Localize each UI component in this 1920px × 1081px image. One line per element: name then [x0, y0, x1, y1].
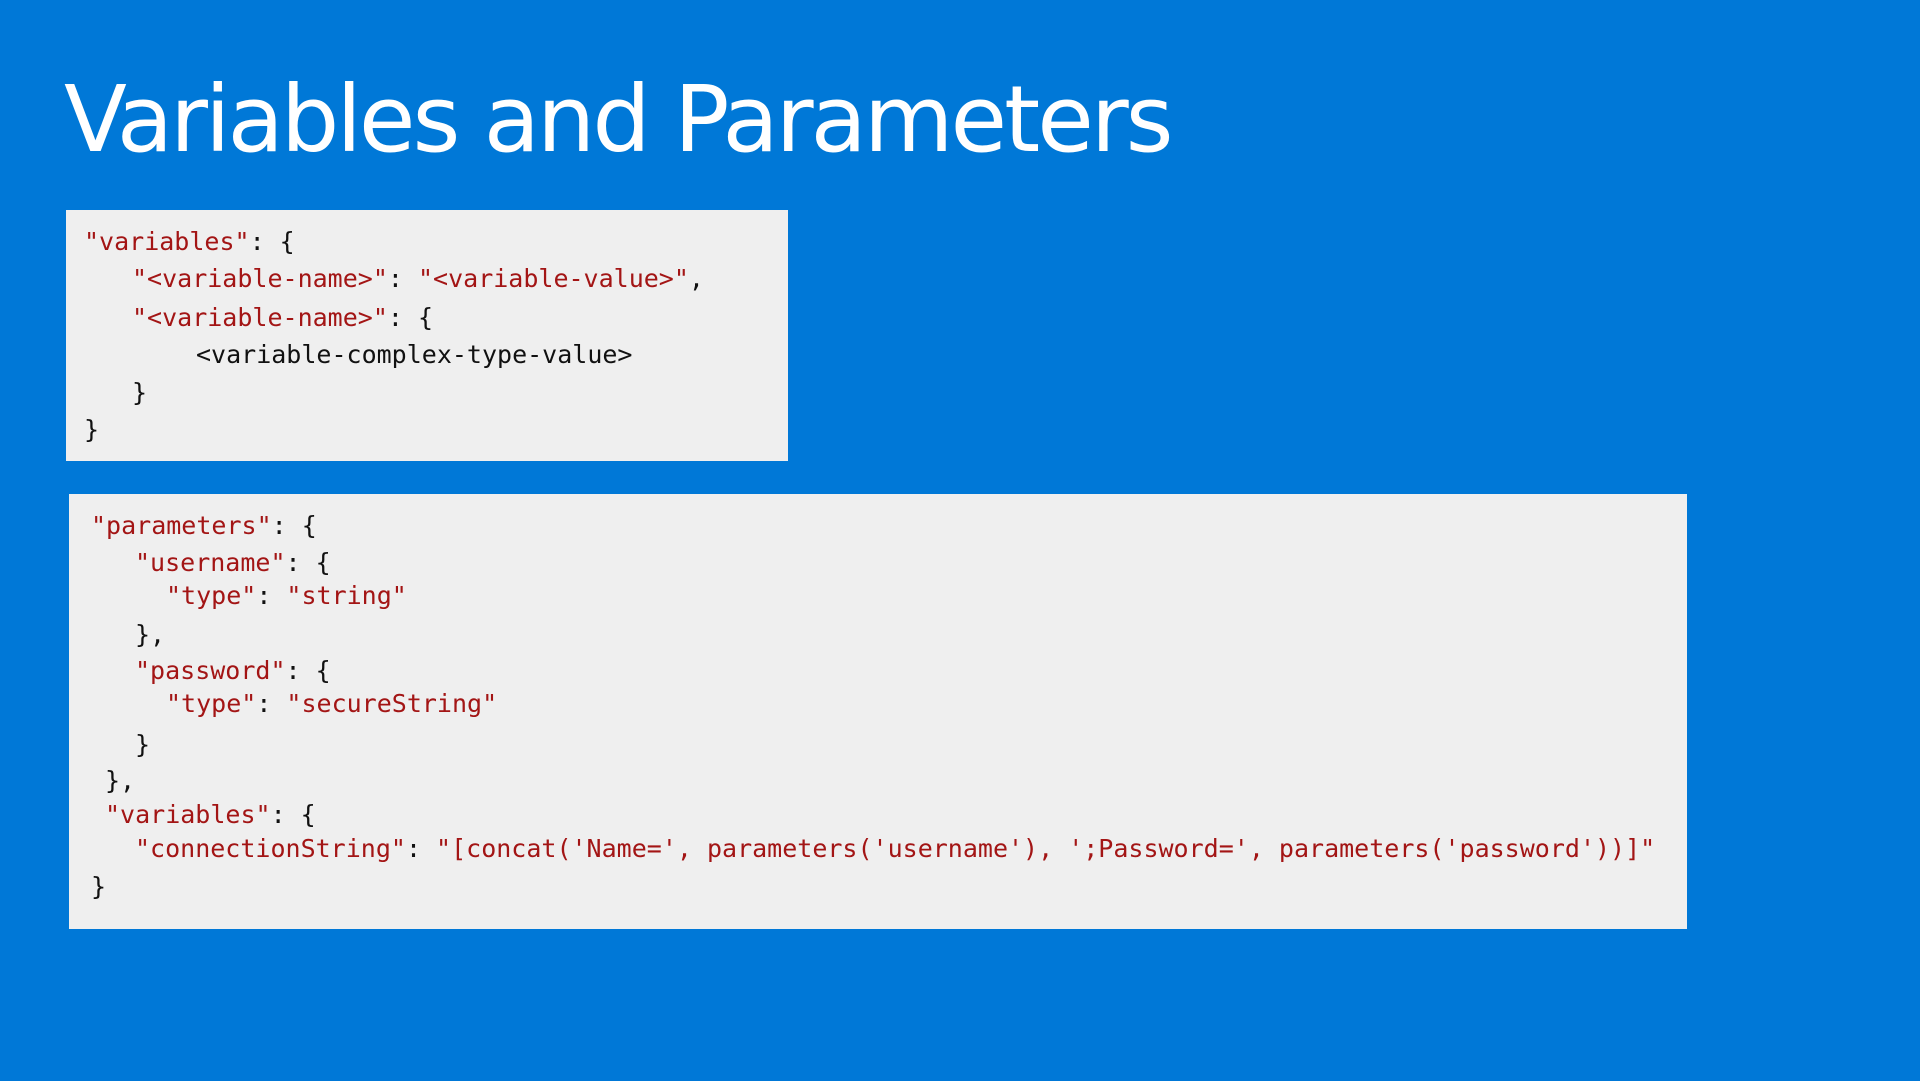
json-value: "<variable-value>" [417, 264, 689, 293]
json-key: "type" [166, 581, 257, 610]
code-line: "password": { [135, 656, 331, 686]
code-line: } [135, 730, 150, 760]
json-key: "type" [166, 689, 257, 718]
code-line: }, [105, 766, 135, 796]
json-value: "string" [286, 581, 407, 610]
json-punctuation: : { [270, 800, 316, 829]
json-punctuation: : { [285, 656, 331, 685]
json-key: "<variable-name>" [132, 264, 388, 293]
code-line: "type": "string" [166, 581, 407, 611]
json-value: "secureString" [286, 689, 498, 718]
code-line: "type": "secureString" [166, 689, 497, 719]
json-punctuation: : { [249, 227, 295, 256]
json-key: "parameters" [91, 511, 272, 540]
code-line: "parameters": { [91, 511, 317, 541]
slide-title: Variables and Parameters [64, 66, 1174, 173]
json-punctuation: } [135, 730, 151, 759]
json-punctuation: }, [135, 620, 166, 649]
json-key: "variables" [105, 800, 271, 829]
json-punctuation: } [91, 872, 107, 901]
code-line: <variable-complex-type-value> [196, 340, 633, 370]
json-punctuation: : [256, 689, 287, 718]
json-key: "connectionString" [135, 834, 406, 863]
code-line: } [91, 872, 106, 902]
json-punctuation: : { [285, 548, 331, 577]
variables-code-block: "variables": { "<variable-name>": "<vari… [66, 210, 788, 461]
json-punctuation: : [387, 264, 418, 293]
code-line: "variables": { [105, 800, 316, 830]
json-punctuation: }, [105, 766, 136, 795]
json-placeholder: <variable-complex-type-value> [196, 340, 633, 369]
parameters-code-block: "parameters": { "username": { "type": "s… [69, 494, 1687, 929]
code-line: "connectionString": "[concat('Name=', pa… [135, 834, 1655, 864]
json-key: "username" [135, 548, 286, 577]
code-line: }, [135, 620, 165, 650]
code-line: "<variable-name>": "<variable-value>", [132, 264, 704, 294]
code-line: } [84, 415, 99, 445]
json-punctuation: } [84, 415, 100, 444]
json-punctuation: , [688, 264, 704, 293]
json-punctuation: : { [387, 303, 434, 332]
json-punctuation: : [405, 834, 437, 863]
code-line: } [132, 378, 147, 408]
json-punctuation: : [256, 581, 287, 610]
json-key: "<variable-name>" [132, 303, 388, 332]
json-punctuation: : { [271, 511, 317, 540]
json-key: "password" [135, 656, 286, 685]
json-key: "variables" [84, 227, 250, 256]
code-line: "username": { [135, 548, 331, 578]
json-punctuation: } [132, 378, 148, 407]
code-line: "variables": { [84, 227, 295, 257]
json-value: "[concat('Name=', parameters('username')… [436, 834, 1656, 863]
code-line: "<variable-name>": { [132, 303, 433, 333]
